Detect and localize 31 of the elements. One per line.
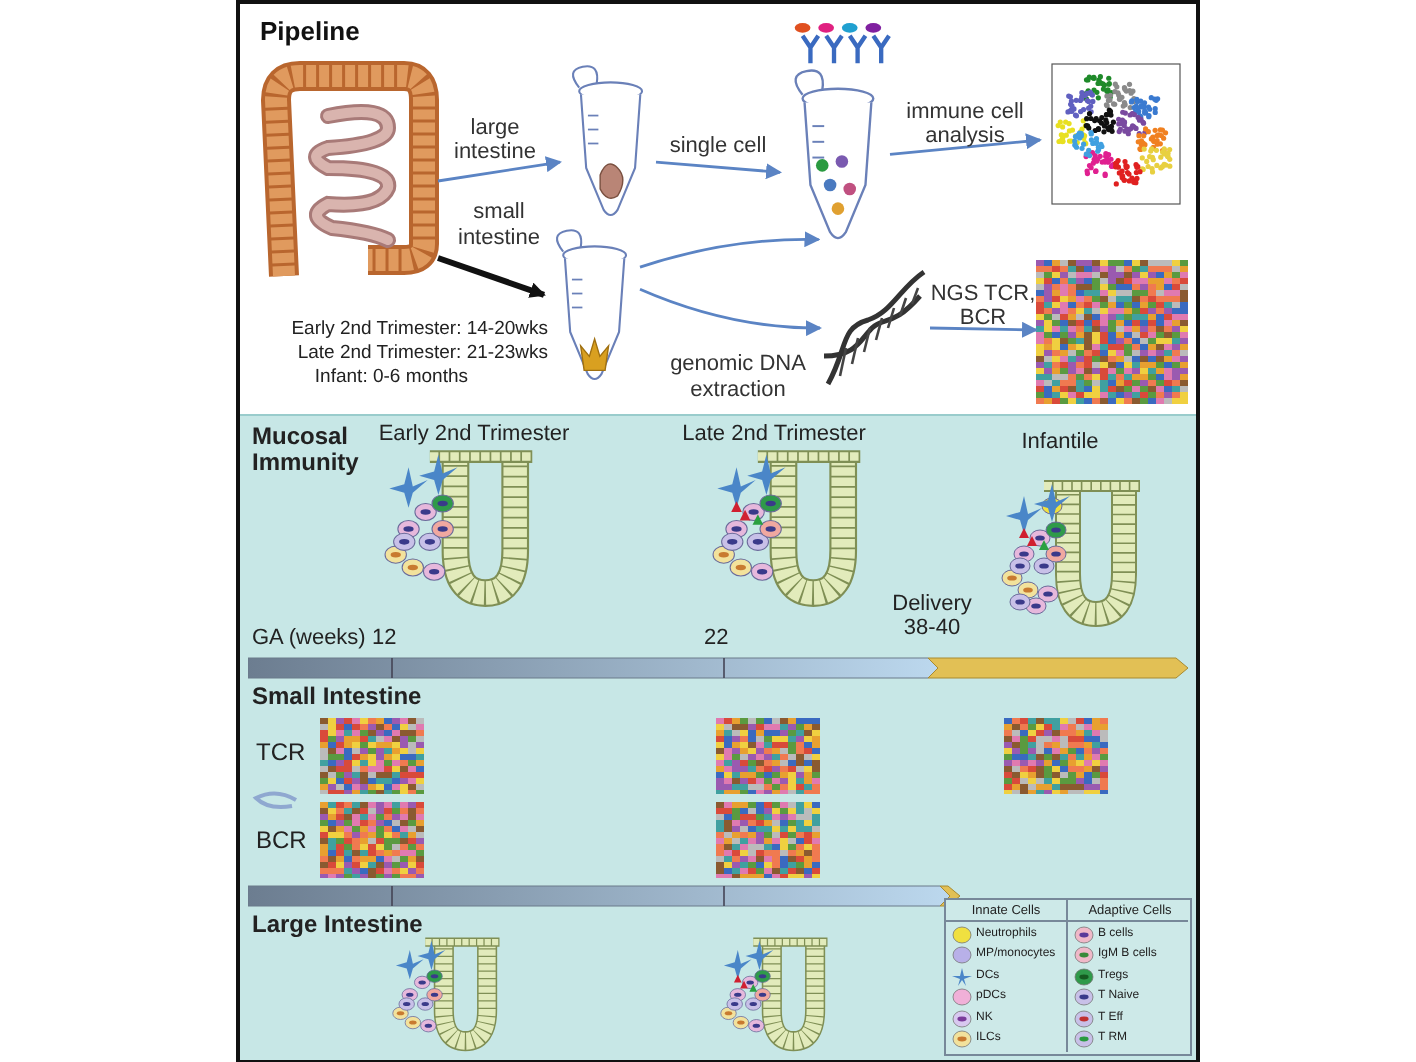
arrow — [639, 288, 822, 336]
arrow — [889, 133, 1042, 156]
note-text: Late 2nd Trimester: 21-23wks — [295, 344, 548, 365]
arrow — [929, 321, 1038, 338]
section-heading: Small Intestine — [252, 684, 424, 711]
stage-label: Delivery 38-40 — [890, 592, 974, 641]
note-text: Early 2nd Trimester: 14-20wks — [289, 320, 548, 341]
edge-label: large intestine — [452, 115, 538, 167]
edge-label: single cell — [667, 133, 769, 159]
stage-label: Infantile — [1019, 430, 1101, 455]
panel-title: Pipeline — [260, 16, 360, 46]
edge-label: genomic DNA extraction — [668, 352, 808, 404]
arrow — [437, 156, 562, 183]
tick-label: 22 — [704, 626, 731, 651]
dna-helix-drawing — [820, 268, 930, 388]
edge-label: small intestine — [456, 200, 542, 251]
row-label: BCR — [256, 828, 309, 855]
section-heading: Mucosal Immunity — [252, 424, 361, 477]
note-text: Infant: 0-6 months — [312, 368, 468, 389]
tick-label: 12 — [372, 626, 399, 651]
edge-label: immune cell analysis — [904, 99, 1026, 150]
section-heading: Large Intestine — [252, 912, 425, 939]
axis-title: GA (weeks) — [252, 626, 368, 651]
arrow — [639, 231, 821, 269]
stage-label: Late 2nd Trimester — [680, 422, 868, 447]
arrow — [437, 255, 546, 298]
row-label: TCR — [256, 740, 308, 767]
arrow — [655, 160, 782, 180]
repertoire-heatmap — [1036, 260, 1188, 400]
stage-label: Early 2nd Trimester — [376, 422, 572, 447]
edge-label: NGS TCR, BCR — [928, 281, 1038, 332]
